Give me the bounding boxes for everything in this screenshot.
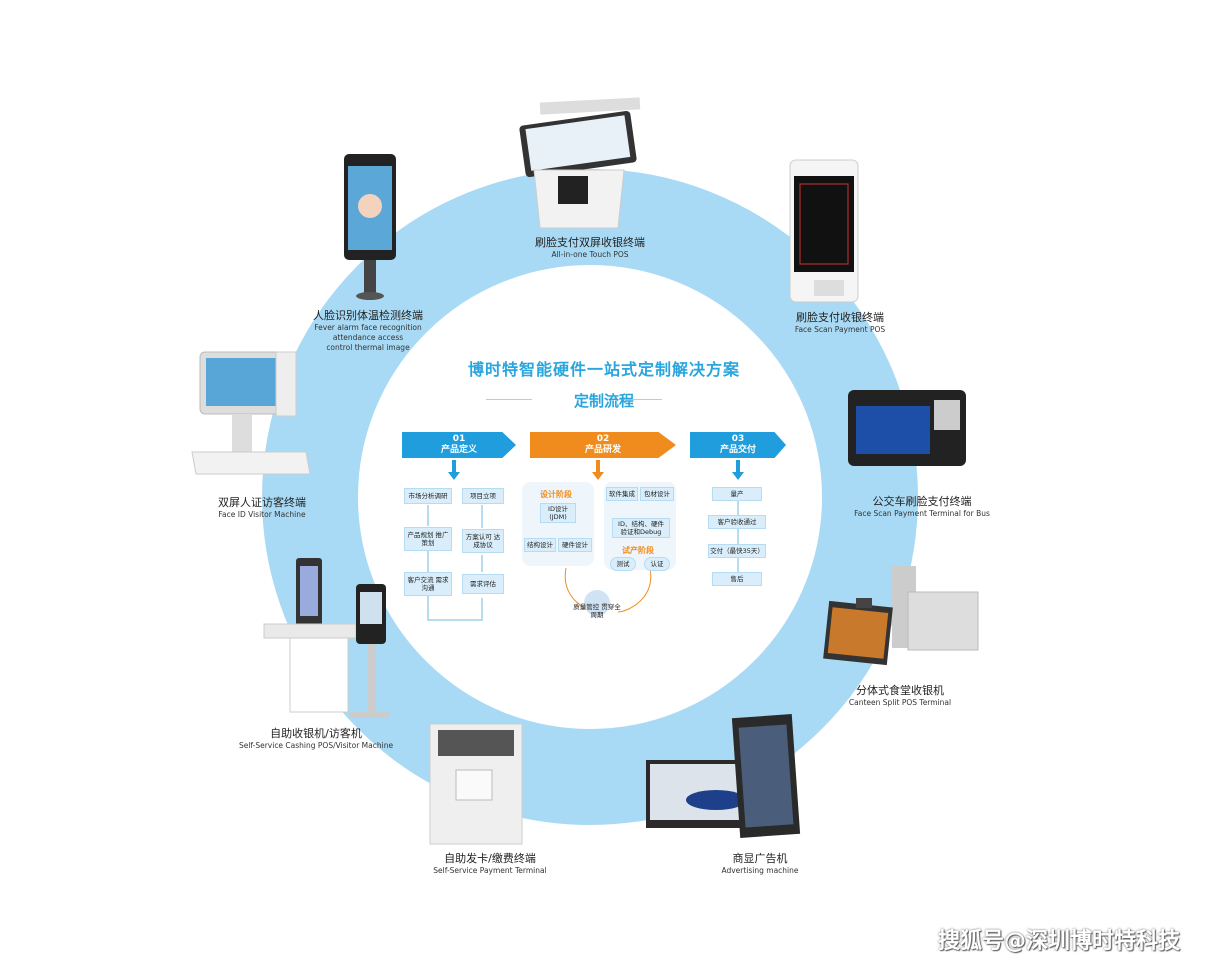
product-en: Self-Service Payment Terminal — [433, 866, 547, 875]
subtitle-line-right — [616, 399, 662, 400]
product-dual-screen-pos: 刷脸支付双屏收银终端 All-in-one Touch POS — [490, 236, 690, 260]
box-sw: 软件集成 — [606, 487, 638, 501]
product-cn: 公交车刷脸支付终端 — [872, 495, 972, 508]
box-pack: 包材设计 — [640, 487, 674, 501]
shield-icon — [584, 590, 610, 616]
step-arrow-01: 01 产品定义 — [402, 432, 516, 458]
advertising-machine-image — [646, 714, 801, 838]
product-cn: 自助收银机/访客机 — [270, 727, 362, 740]
subtitle: 定制流程 — [573, 392, 634, 410]
product-cn: 刷脸支付双屏收银终端 — [535, 236, 645, 249]
product-bus-terminal: 公交车刷脸支付终端 Face Scan Payment Terminal for… — [822, 495, 1022, 519]
product-cashing-visitor: 自助收银机/访客机 Self-Service Cashing POS/Visit… — [216, 727, 416, 751]
box-hw: 硬件设计 — [558, 538, 592, 552]
box-test: 测试 — [610, 557, 636, 571]
product-en-line2: attendance access — [332, 333, 404, 342]
box-approve: 方案认可 达成协议 — [462, 529, 504, 553]
product-cn: 刷脸支付收银终端 — [796, 311, 884, 324]
watermark: 搜狐号@深圳博时特科技 — [937, 929, 1180, 954]
box-cert: 认证 — [644, 557, 670, 571]
box-comm: 客户交流 需求沟通 — [404, 572, 452, 596]
main-title: 博时特智能硬件一站式定制解决方案 — [467, 360, 740, 379]
subtitle-line-left — [486, 399, 532, 400]
product-cn: 商显广告机 — [732, 852, 788, 865]
product-en: Fever alarm face recognition — [314, 323, 422, 332]
product-en: Face Scan Payment Terminal for Bus — [854, 509, 990, 518]
product-face-temp: 人脸识别体温检测终端 Fever alarm face recognition … — [268, 309, 468, 353]
step-label: 产品研发 — [584, 445, 621, 455]
product-en: Face ID Visitor Machine — [218, 510, 306, 519]
box-id-design: ID设计 (JDM) — [540, 503, 576, 523]
product-en: Canteen Split POS Terminal — [848, 698, 952, 707]
product-en-line3: control thermal image — [326, 343, 410, 352]
step-num: 03 — [731, 434, 745, 444]
step-num: 01 — [452, 434, 466, 444]
product-payment-terminal: 自助发卡/缴费终端 Self-Service Payment Terminal — [390, 852, 590, 876]
product-en: Face Scan Payment POS — [794, 325, 886, 334]
product-cn: 人脸识别体温检测终端 — [313, 309, 423, 322]
box-mass: 量产 — [712, 487, 762, 501]
design-stage-label: 设计阶段 — [540, 490, 572, 499]
box-accept: 客户验收通过 — [708, 515, 766, 529]
payment-terminal-image — [429, 723, 523, 845]
box-delivery: 交付（最快35天） — [708, 544, 766, 558]
product-cn: 分体式食堂收银机 — [856, 684, 944, 697]
product-canteen-pos: 分体式食堂收银机 Canteen Split POS Terminal — [800, 684, 1000, 708]
step-label: 产品定义 — [440, 445, 477, 455]
dual-visitor-image — [191, 351, 311, 475]
quality-label: 质量管控 贯穿全周期 — [573, 603, 621, 619]
product-cn: 自助发卡/缴费终端 — [444, 852, 536, 865]
box-eval: 需求评估 — [462, 574, 504, 594]
bus-terminal-image — [848, 390, 966, 466]
panel-design — [522, 482, 594, 566]
box-project: 项目立项 — [462, 488, 504, 504]
step-arrow-03: 03 产品交付 — [690, 432, 786, 458]
step-label: 产品交付 — [719, 445, 756, 455]
box-after: 售后 — [712, 572, 762, 586]
box-market: 市场分析调研 — [404, 488, 452, 504]
product-en: All-in-one Touch POS — [551, 250, 629, 259]
product-cn: 双屏人证访客终端 — [218, 496, 306, 509]
face-scan-pos-image — [789, 159, 859, 303]
trial-stage-label: 试产阶段 — [622, 546, 654, 555]
box-struct: 结构设计 — [524, 538, 556, 552]
step-arrow-02: 02 产品研发 — [530, 432, 676, 458]
step-num: 02 — [596, 434, 610, 444]
product-en: Advertising machine — [721, 866, 799, 875]
cashing-visitor-image — [263, 558, 390, 718]
product-face-scan-pos: 刷脸支付收银终端 Face Scan Payment POS — [740, 311, 940, 335]
product-en: Self-Service Cashing POS/Visitor Machine — [238, 741, 394, 750]
product-advertising: 商显广告机 Advertising machine — [660, 852, 860, 876]
product-dual-visitor: 双屏人证访客终端 Face ID Visitor Machine — [162, 496, 362, 520]
canteen-pos-image — [823, 566, 979, 666]
dual-screen-pos-image — [519, 97, 641, 229]
box-plan: 产品规划 推广策划 — [404, 527, 452, 551]
face-temp-image — [344, 154, 396, 300]
box-verify: ID、结构、硬件 验证和Debug — [612, 518, 670, 538]
